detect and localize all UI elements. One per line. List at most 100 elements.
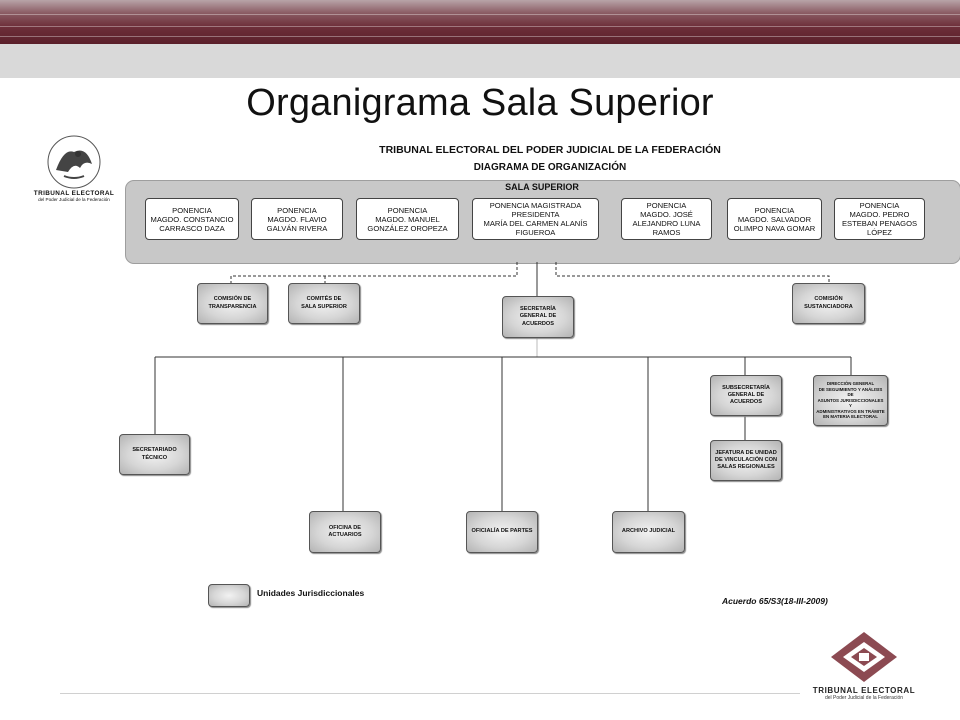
box-text-line: PONENCIA xyxy=(387,205,428,215)
box-text-line: EN MATERIA ELECTORAL xyxy=(823,414,878,420)
box-text-line: ACTUARIOS xyxy=(328,532,362,538)
box-text-line: SUBSECRETARÍA xyxy=(722,384,770,391)
box-text-line: MAGDO. CONSTANCIO xyxy=(150,214,234,224)
box-text-line: FIGUEROA xyxy=(515,228,556,237)
box-text-line: PONENCIA xyxy=(859,201,900,210)
agreement-reference: Acuerdo 65/S3(18-III-2009) xyxy=(722,596,828,606)
box-text-line: GENERAL DE xyxy=(727,391,765,398)
box-text-line: PONENCIA MAGISTRADA xyxy=(489,201,582,210)
box-text-line: ACUERDOS xyxy=(521,320,554,327)
box-text-line: GONZÁLEZ OROPEZA xyxy=(367,223,448,233)
box-text: OFICIALÍA DE PARTES xyxy=(472,528,533,535)
bottom-divider xyxy=(60,693,800,694)
box-text-line: PONENCIA xyxy=(172,205,212,215)
box-text-line: LÓPEZ xyxy=(867,228,892,237)
box-text-line: DE VINCULACIÓN CON xyxy=(714,456,778,463)
logo-subname: del Poder Judicial de la Federación xyxy=(824,695,904,701)
box-text-line: DIRECCIÓN GENERAL xyxy=(826,380,875,386)
box-text-line: GALVÁN RIVERA xyxy=(266,223,328,233)
box-text-line: MARÍA DEL CARMEN ALANÍS xyxy=(483,219,588,228)
box-text-line: PRESIDENTA xyxy=(511,210,560,219)
legend-label: Unidades Jurisdiccionales xyxy=(257,588,365,598)
box-text-line: MAGDO. PEDRO xyxy=(849,210,910,219)
box-text-line: PONENCIA xyxy=(646,201,687,210)
top-gray-band xyxy=(0,44,960,78)
seal-sublabel: del Poder Judicial de la Federación xyxy=(38,197,110,202)
unit-archivo-judicial: ARCHIVO JUDICIAL xyxy=(612,511,685,553)
box-text-line: DE SEGUIMIENTO Y ANÁLISIS DE xyxy=(818,386,883,398)
box-text-line: GENERAL DE xyxy=(519,313,557,320)
seal-label: TRIBUNAL ELECTORAL xyxy=(33,190,115,197)
eagle-seal-icon xyxy=(47,135,101,189)
box-text-line: PONENCIA xyxy=(277,205,317,215)
box-text-line: SALAS REGIONALES xyxy=(717,464,775,471)
box-text-line: MAGDO. MANUEL xyxy=(375,214,440,224)
box-text-line: ACUERDOS xyxy=(729,399,762,406)
slide-title: Organigrama Sala Superior xyxy=(246,82,714,124)
box-text-line: SECRETARIADO xyxy=(132,447,177,454)
national-seal-logo: TRIBUNAL ELECTORAL del Poder Judicial de… xyxy=(26,134,122,203)
box-text-line: JEFATURA DE UNIDAD xyxy=(715,449,777,456)
box-text-line: SALA SUPERIOR xyxy=(301,303,347,310)
box-text-line: ESTEBAN PENAGOS xyxy=(841,219,918,228)
box-text-line: TÉCNICO xyxy=(141,454,168,461)
unit-oficialia-partes: OFICIALÍA DE PARTES xyxy=(466,511,538,553)
box-text-line: OFICIALÍA DE PARTES xyxy=(471,528,533,535)
box-text-line: SECRETARÍA xyxy=(520,306,556,313)
legend-swatch xyxy=(208,584,250,607)
box-text-line: OLIMPO NAVA GOMAR xyxy=(733,223,816,233)
box-text-line: RAMOS xyxy=(652,228,681,237)
box-text-line: ASUNTOS JURISDICCIONALES Y xyxy=(817,397,884,409)
sala-superior-label: SALA SUPERIOR xyxy=(505,182,579,192)
tribunal-diamond-icon xyxy=(831,632,897,682)
box-text-line: MAGDO. SALVADOR xyxy=(737,214,812,224)
box-text-line: ARCHIVO JUDICIAL xyxy=(621,528,676,535)
tribunal-electoral-logo: TRIBUNAL ELECTORAL del Poder Judicial de… xyxy=(808,630,920,701)
box-text-line: COMITÉS DE xyxy=(306,296,342,303)
box-text-line: ALEJANDRO LUNA xyxy=(632,219,701,228)
box-text-line: MAGDO. FLAVIO xyxy=(267,214,327,224)
box-text-line: COMISIÓN xyxy=(814,296,843,303)
logo-name: TRIBUNAL ELECTORAL xyxy=(812,686,916,695)
org-chart-subtitle: DIAGRAMA DE ORGANIZACIÓN xyxy=(473,162,627,173)
box-text-line: PONENCIA xyxy=(754,205,795,215)
box-text-line: OFICINA DE xyxy=(328,524,362,531)
box-text-line: TRANSPARENCIA xyxy=(208,303,257,310)
top-color-band xyxy=(0,0,960,44)
org-chart-title: TRIBUNAL ELECTORAL DEL PODER JUDICIAL DE… xyxy=(379,144,721,156)
box-text-line: CARRASCO DAZA xyxy=(159,223,225,233)
box-text-line: MAGDO. JOSÉ xyxy=(640,210,693,219)
box-text: ARCHIVO JUDICIAL xyxy=(622,528,675,535)
